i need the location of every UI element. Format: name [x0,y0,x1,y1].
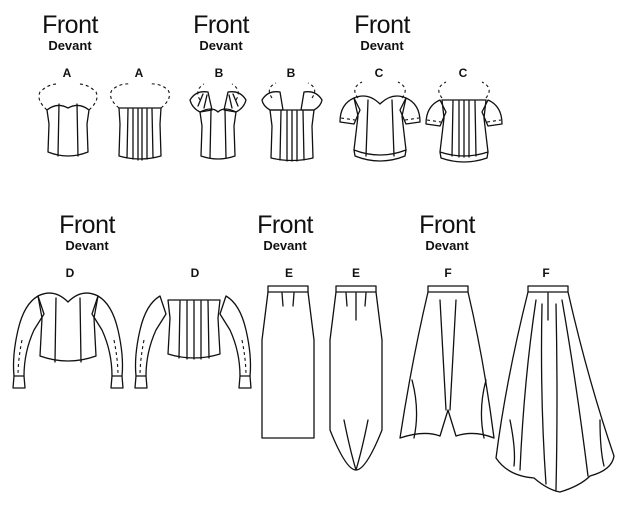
header-title: Front [59,211,115,239]
view-label-f-back: F [542,266,550,280]
garment-b-front [189,83,247,160]
header-title: Front [354,11,410,39]
garment-d-back [134,295,252,389]
garment-c-front [339,81,421,162]
header-subtitle: Devant [65,238,109,253]
view-label-a-back: A [134,66,144,80]
garment-c-back [425,81,503,163]
garment-e-front [261,285,315,439]
header-subtitle: Devant [199,38,243,53]
header-group-3: Front Devant [327,12,437,54]
view-label-d-front: D [65,266,75,280]
garment-e-back [329,285,383,471]
garment-f-back [495,285,615,493]
header-title: Front [257,211,313,239]
header-group-5: Front Devant [230,212,340,254]
header-subtitle: Devant [48,38,92,53]
view-label-d-back: D [190,266,200,280]
garment-b-back [261,82,323,162]
header-title: Front [193,11,249,39]
view-label-b-back: B [286,66,296,80]
view-label-b-front: B [214,66,224,80]
header-group-1: Front Devant [15,12,125,54]
header-title: Front [42,11,98,39]
view-label-c-back: C [458,66,468,80]
garment-f-front [399,285,495,439]
header-subtitle: Devant [360,38,404,53]
header-subtitle: Devant [263,238,307,253]
header-title: Front [419,211,475,239]
header-group-4: Front Devant [32,212,142,254]
view-label-f-front: F [444,266,452,280]
header-group-6: Front Devant [392,212,502,254]
garment-a-front [38,83,98,157]
view-label-e-back: E [351,266,360,280]
view-label-c-front: C [374,66,384,80]
garment-a-back [110,83,170,161]
header-group-2: Front Devant [166,12,276,54]
garment-d-front [12,292,124,389]
header-subtitle: Devant [425,238,469,253]
view-label-e-front: E [284,266,293,280]
view-label-a-front: A [62,66,72,80]
